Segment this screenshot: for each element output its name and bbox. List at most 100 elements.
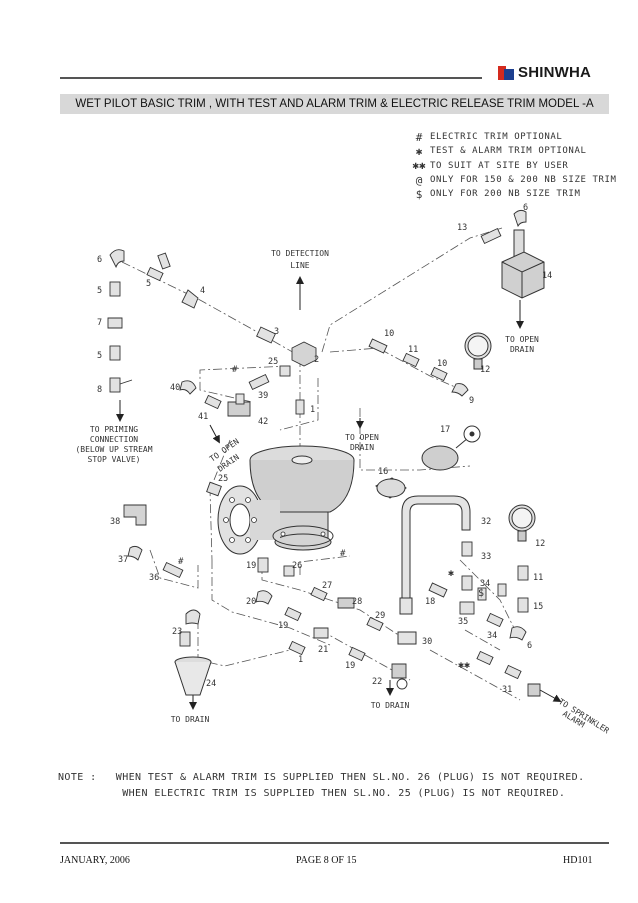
legend-symbol: $ <box>415 187 423 201</box>
solenoid-valve <box>501 229 545 299</box>
legend-text: TO SUIT AT SITE BY USER <box>430 160 569 171</box>
legend-item: # ELECTRIC TRIM OPTIONAL <box>408 130 617 144</box>
check-valve <box>375 477 407 499</box>
footer-rule <box>60 842 609 844</box>
part-number: 41 <box>198 412 208 422</box>
to-open-drain-label: TO OPEN <box>505 335 539 344</box>
drain-ball-valve <box>421 425 481 471</box>
drain-funnel <box>174 656 212 696</box>
part-number: 21 <box>318 645 328 655</box>
option-markers: # # # $ ✱ ✱✱ <box>178 365 484 671</box>
part-number: 1 <box>310 405 315 415</box>
note-prefix: NOTE : <box>58 772 97 783</box>
part-number: 23 <box>172 627 182 637</box>
legend-item: ✱✱ TO SUIT AT SITE BY USER <box>408 159 617 173</box>
part-number: 40 <box>170 383 180 393</box>
page-title: WET PILOT BASIC TRIM , WITH TEST AND ALA… <box>60 94 609 114</box>
hash-mark: # <box>178 557 184 567</box>
legend-symbol: ✱✱ <box>412 159 426 173</box>
legend-item: $ ONLY FOR 200 NB SIZE TRIM <box>408 187 617 201</box>
to-open-drain-mid-label: DRAIN <box>350 443 374 452</box>
star-mark: ✱ <box>448 568 454 579</box>
part-number: 24 <box>206 679 216 689</box>
part-number: 19 <box>246 561 256 571</box>
hash-mark: # <box>232 365 238 375</box>
legend-text: ELECTRIC TRIM OPTIONAL <box>430 132 563 143</box>
to-detection-line-label: LINE <box>290 261 309 270</box>
part-number: 15 <box>533 602 543 612</box>
hash-mark: # <box>340 549 346 559</box>
flow-arrows <box>116 276 562 710</box>
logo-mark-icon <box>498 65 514 80</box>
part-number: 37 <box>118 555 128 565</box>
part-number: 12 <box>480 365 490 375</box>
part-number: 32 <box>481 517 491 527</box>
legend-item: ✱ TEST & ALARM TRIM OPTIONAL <box>408 144 617 158</box>
part-number: 33 <box>481 552 491 562</box>
part-number: 30 <box>422 637 432 647</box>
to-drain-label: TO DRAIN <box>171 715 210 724</box>
part-number: 6 <box>97 255 102 265</box>
part-number: 19 <box>278 621 288 631</box>
part-number: 7 <box>97 318 102 328</box>
part-number: 25 <box>218 474 228 484</box>
part-number: 38 <box>110 517 120 527</box>
deluge-valve-body <box>217 445 355 555</box>
part-number: 3 <box>274 327 279 337</box>
legend-symbol: ✱ <box>415 144 423 158</box>
part-number: 26 <box>292 561 302 571</box>
brand-name: SHINWHA <box>518 64 592 81</box>
pressure-gauges <box>464 332 536 542</box>
flange-bolt-holes <box>223 497 326 543</box>
part-number: 11 <box>533 573 543 583</box>
star-mark: ✱✱ <box>458 660 470 671</box>
legend-text: TEST & ALARM TRIM OPTIONAL <box>430 146 587 157</box>
part-number: 39 <box>258 391 268 401</box>
part-number: 10 <box>384 329 394 339</box>
part-number: 28 <box>352 597 362 607</box>
part-number: 25 <box>268 357 278 367</box>
part-number: 22 <box>372 677 382 687</box>
part-number: 35 <box>458 617 468 627</box>
part-number: 19 <box>345 661 355 671</box>
part-number: 5 <box>97 286 102 296</box>
to-open-drain-mid-label: TO OPEN <box>345 433 379 442</box>
note-line: WHEN ELECTRIC TRIM IS SUPPLIED THEN SL.N… <box>122 788 566 799</box>
footer-doc-number: HD101 <box>563 855 593 866</box>
part-number: 9 <box>469 396 474 406</box>
legend-symbol: # <box>415 130 423 144</box>
part-number: 5 <box>146 279 151 289</box>
legend-text: ONLY FOR 200 NB SIZE TRIM <box>430 189 581 200</box>
part-number: 31 <box>502 685 512 695</box>
part-number: 2 <box>314 355 319 365</box>
part-number: 17 <box>440 425 450 435</box>
part-number: 27 <box>322 581 332 591</box>
dollar-mark: $ <box>478 588 484 599</box>
drain-riser-pipe <box>397 495 471 645</box>
part-number: 5 <box>97 351 102 361</box>
part-number: 16 <box>378 467 388 477</box>
legend-text: ONLY FOR 150 & 200 NB SIZE TRIM <box>430 175 617 186</box>
legend-symbol: @ <box>415 173 423 187</box>
part-number: 12 <box>535 539 545 549</box>
part-number: 4 <box>200 286 205 296</box>
part-number: 13 <box>457 223 467 233</box>
part-number: 6 <box>527 641 532 651</box>
part-number: 34 <box>487 631 497 641</box>
part-number: 42 <box>258 417 268 427</box>
part-number: 18 <box>425 597 435 607</box>
to-open-drain-label: DRAIN <box>510 345 534 354</box>
to-drain-label: TO DRAIN <box>371 701 410 710</box>
part-number: 6 <box>523 203 528 213</box>
to-priming-label: (BELOW UP STREAM <box>75 445 152 454</box>
legend-item: @ ONLY FOR 150 & 200 NB SIZE TRIM <box>408 173 617 187</box>
to-priming-label: TO PRIMING <box>90 425 138 434</box>
part-number: 36 <box>149 573 159 583</box>
footer-page: PAGE 8 OF 15 <box>296 855 357 866</box>
notes: NOTE : WHEN TEST & ALARM TRIM IS SUPPLIE… <box>58 770 585 802</box>
part-number: 29 <box>375 611 385 621</box>
part-numbers: 6 5 4 5 7 5 8 3 2 25 39 40 41 42 1 13 6 … <box>97 203 552 695</box>
pipe-fittings <box>107 209 541 697</box>
part-number: 11 <box>408 345 418 355</box>
part-number: 10 <box>437 359 447 369</box>
